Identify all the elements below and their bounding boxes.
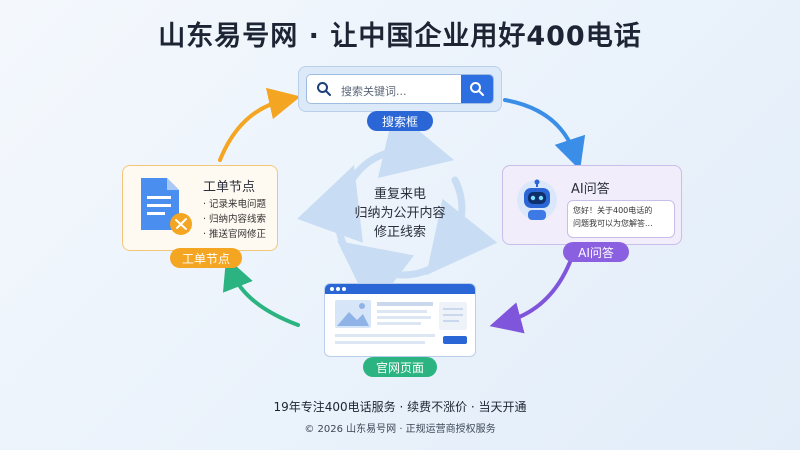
ai-card: AI问答 您好！关于400电话的 问题我可以为您解答... (502, 165, 682, 245)
page-title: 山东易号网 · 让中国企业用好400电话 (158, 21, 642, 52)
website-card (324, 283, 476, 357)
list-item: 推送官网修正 (203, 227, 266, 242)
list-item: 归纳内容线索 (203, 212, 266, 227)
arrow-website-to-workorder (222, 257, 300, 327)
website-label: 官网页面 (363, 357, 437, 377)
search-placeholder: 搜索关键词... (341, 85, 407, 98)
ai-bubble-line-1: 您好！关于400电话的 (573, 206, 653, 215)
search-button[interactable] (461, 75, 493, 103)
footer-copyright: © 2026 山东易号网 · 正规运营商授权服务 (304, 424, 496, 435)
search-icon (470, 82, 484, 96)
ai-title: AI问答 (571, 182, 610, 197)
center-line-1: 重复来电 (373, 187, 426, 202)
search-label: 搜索框 (367, 111, 433, 131)
center-line-3: 修正线索 (373, 225, 426, 240)
search-box[interactable]: 搜索关键词... (306, 74, 494, 104)
cycle-arrows (297, 109, 498, 312)
cycle-center-text: 重复来电 归纳为公开内容 修正线索 (330, 185, 470, 242)
footer-tagline: 19年专注400电话服务 · 续费不涨价 · 当天开通 (273, 400, 527, 414)
arrow-workorder-to-search (218, 87, 301, 162)
work-order-label: 工单节点 (170, 248, 242, 268)
document-icon (141, 178, 192, 235)
ai-chat-bubble: 您好！关于400电话的 问题我可以为您解答... (567, 200, 675, 238)
search-card: 搜索关键词... (298, 66, 502, 112)
arrow-ai-to-website (489, 260, 572, 334)
work-order-card: 工单节点 记录来电问题 归纳内容线索 推送官网修正 (122, 165, 278, 251)
work-order-title: 工单节点 (203, 180, 256, 195)
arrow-search-to-ai (503, 98, 586, 171)
webpage-mockup (325, 284, 475, 344)
ai-bubble-line-2: 问题我可以为您解答... (573, 219, 653, 228)
search-icon (317, 82, 331, 96)
center-line-2: 归纳为公开内容 (354, 206, 446, 221)
work-order-list: 记录来电问题 归纳内容线索 推送官网修正 (203, 197, 266, 242)
robot-icon (517, 179, 557, 220)
list-item: 记录来电问题 (203, 197, 266, 212)
ai-label: AI问答 (563, 242, 629, 262)
